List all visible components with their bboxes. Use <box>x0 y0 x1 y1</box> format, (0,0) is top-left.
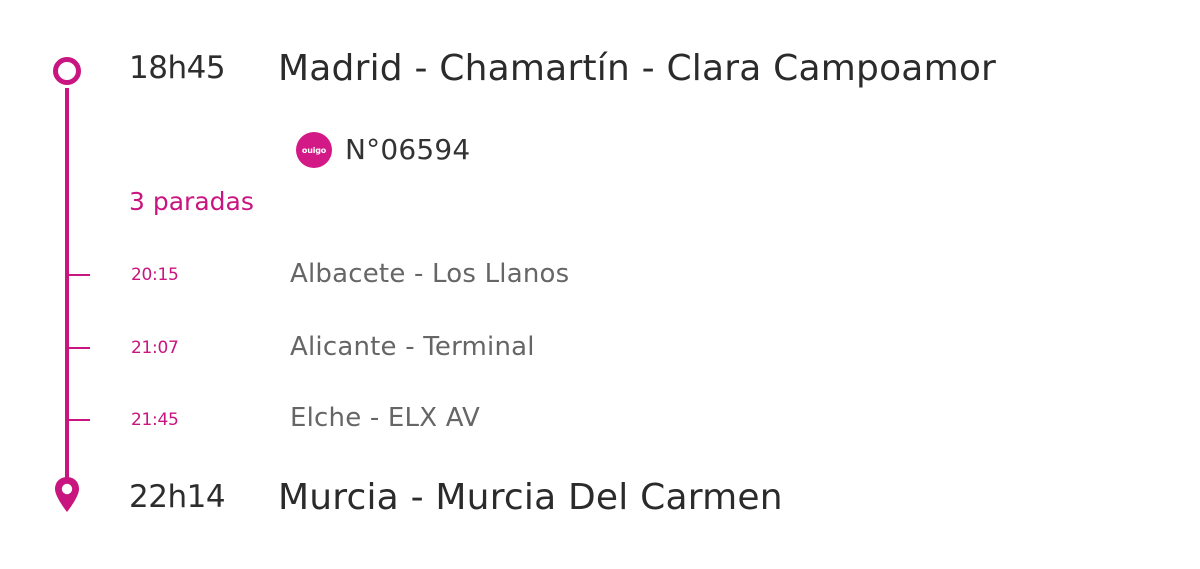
stop-marker <box>69 419 90 421</box>
stop-station: Alicante - Terminal <box>290 332 535 362</box>
origin-time: 18h45 <box>129 50 226 86</box>
origin-circle-icon <box>53 57 81 85</box>
intermediate-stops-count: 3 paradas <box>129 187 254 216</box>
stop-time: 21:45 <box>131 410 179 430</box>
destination-location-pin-icon <box>55 477 79 512</box>
train-number: N°06594 <box>345 133 471 166</box>
brand-logo-text: ouigo <box>301 145 327 155</box>
stop-marker <box>69 274 90 276</box>
stop-station: Albacete - Los Llanos <box>290 259 570 289</box>
ouigo-logo-icon: ouigo <box>296 132 332 168</box>
train-info: ouigo N°06594 <box>296 131 470 169</box>
timeline-rail <box>65 88 69 481</box>
destination-time: 22h14 <box>129 479 226 515</box>
stop-marker <box>69 347 90 349</box>
stop-time: 21:07 <box>131 338 179 358</box>
origin-station: Madrid - Chamartín - Clara Campoamor <box>278 48 997 89</box>
stop-station: Elche - ELX AV <box>290 403 481 433</box>
destination-station: Murcia - Murcia Del Carmen <box>278 477 783 518</box>
stop-time: 20:15 <box>131 265 179 285</box>
